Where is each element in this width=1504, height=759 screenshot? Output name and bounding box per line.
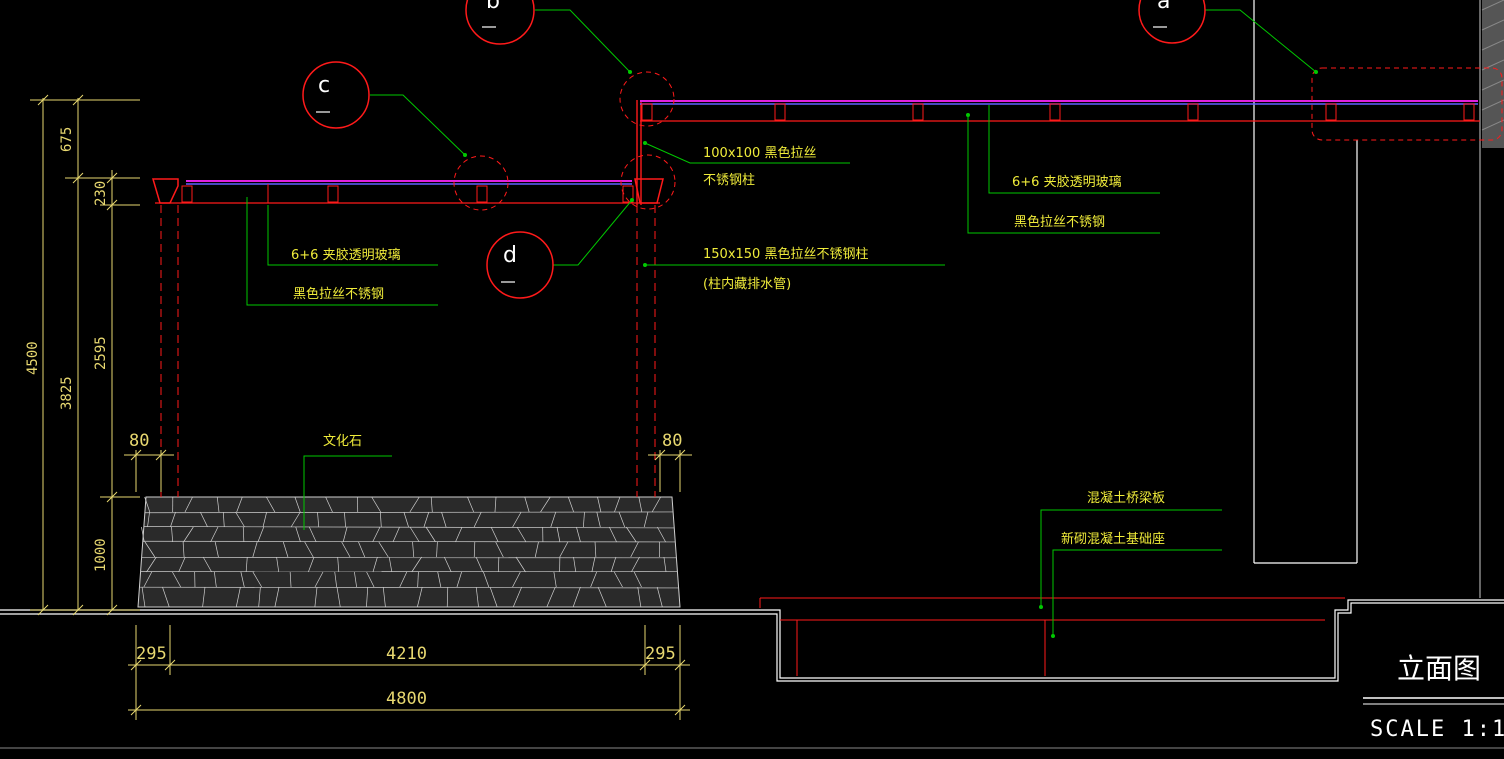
column-150-label-2: (柱内藏排水管) <box>703 276 791 292</box>
dim-4500: 4500 <box>25 341 41 375</box>
left-canopy <box>152 178 664 204</box>
dim-2595: 2595 <box>93 336 109 370</box>
dim-4210: 4210 <box>386 644 427 664</box>
dim-230: 230 <box>93 181 109 206</box>
section-bubble-a: a <box>1138 0 1206 44</box>
title-block: 立面图 SCALE 1:15 <box>1363 652 1504 742</box>
section-bubble-d: d <box>486 231 554 299</box>
dim-80-right: 80 <box>662 431 682 451</box>
dimension-values: 675 230 2595 1000 3825 4500 80 80 295 42… <box>25 127 682 709</box>
steel-left-label: 黑色拉丝不锈钢 <box>293 286 384 302</box>
column-150-label-1: 150x150 黑色拉丝不锈钢柱 <box>703 246 868 262</box>
glass-left-label: 6+6 夹胶透明玻璃 <box>291 247 401 263</box>
glass-right-label: 6+6 夹胶透明玻璃 <box>1012 174 1122 190</box>
dimension-lines <box>30 94 692 720</box>
bubble-c-label: c <box>318 73 330 98</box>
right-canopy <box>640 100 1480 122</box>
dim-295-left: 295 <box>136 644 167 664</box>
dim-80-left: 80 <box>129 431 149 451</box>
detail-circles <box>453 67 1503 211</box>
culture-stone-label: 文化石 <box>323 434 362 449</box>
dim-295-right: 295 <box>645 644 676 664</box>
leader-dots <box>463 70 1318 638</box>
culture-stone-wall <box>137 496 681 608</box>
bubble-a-label: a <box>1157 0 1170 14</box>
dim-3825: 3825 <box>59 376 75 410</box>
leader-lines <box>246 9 1317 636</box>
dim-675: 675 <box>59 127 75 152</box>
bridge-slab-label: 混凝土桥梁板 <box>1087 490 1165 506</box>
new-base-label: 新砌混凝土基础座 <box>1061 531 1165 547</box>
bubble-b-label: b <box>486 0 500 14</box>
columns <box>160 205 656 497</box>
dim-1000: 1000 <box>93 538 109 572</box>
dim-4800: 4800 <box>386 689 427 709</box>
bubble-d-label: d <box>503 243 517 268</box>
wall-hatch <box>1481 0 1504 148</box>
section-bubble-c: c <box>302 61 370 129</box>
section-bubble-b: b <box>465 0 535 45</box>
steel-right-label: 黑色拉丝不锈钢 <box>1014 214 1105 230</box>
column-100-label-1: 100x100 黑色拉丝 <box>703 145 816 161</box>
column-100-label-2: 不锈钢柱 <box>703 173 755 188</box>
drawing-title: 立面图 <box>1397 652 1481 685</box>
drawing-scale: SCALE 1:15 <box>1370 717 1504 742</box>
annotations: 6+6 夹胶透明玻璃 黑色拉丝不锈钢 100x100 黑色拉丝 不锈钢柱 6+6… <box>291 145 1165 547</box>
